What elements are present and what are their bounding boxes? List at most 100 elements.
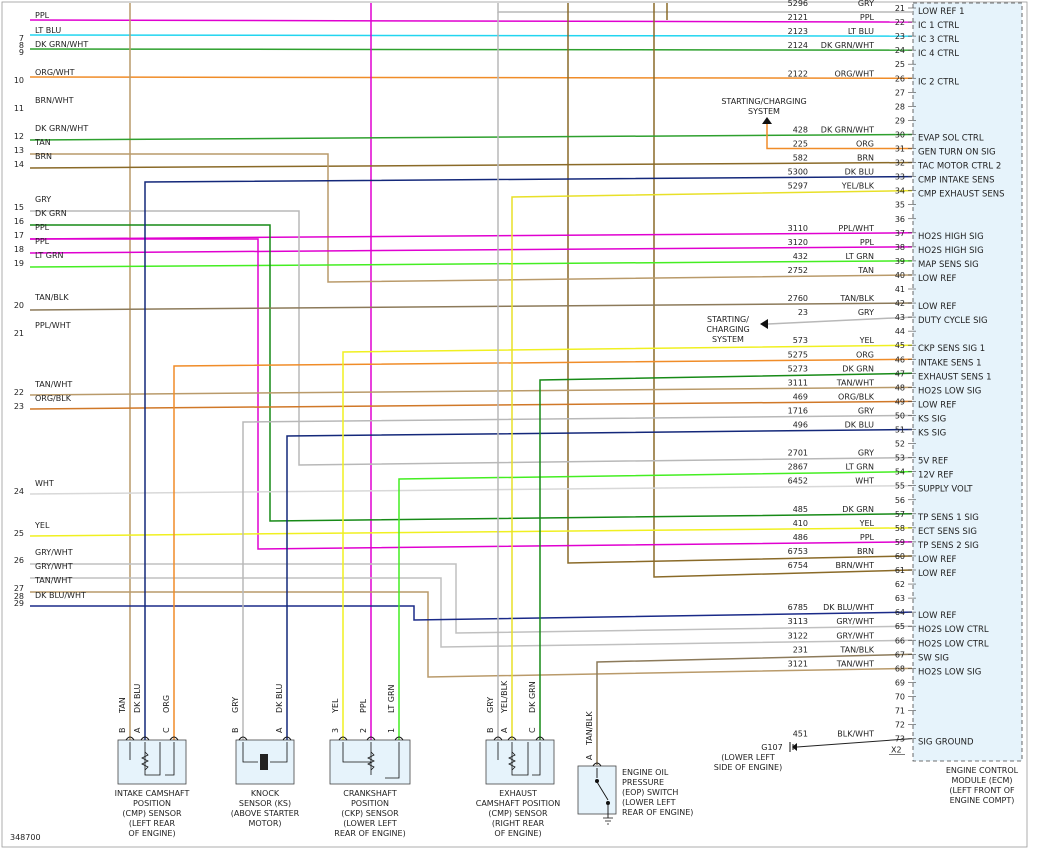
arrow-up-icon bbox=[762, 117, 772, 124]
knock-sensor-caption: KNOCK bbox=[251, 789, 280, 798]
ecm-pin-wire-color: LT GRN bbox=[845, 463, 874, 472]
ecm-pin-number: 40 bbox=[895, 271, 905, 280]
sensor-connector-terminal bbox=[592, 762, 602, 767]
ecm-pin-circuit: 496 bbox=[793, 421, 808, 430]
ecm-pin-function: IC 2 CTRL bbox=[918, 77, 959, 87]
ecm-pin-circuit: 486 bbox=[793, 533, 808, 542]
ecm-pin-wire-color: GRY/WHT bbox=[836, 617, 874, 626]
wire-ltgrn-pin-54 bbox=[398, 470, 913, 740]
ecm-pin-number: 39 bbox=[895, 257, 905, 266]
intake-cmp-sensor-body bbox=[117, 739, 187, 785]
ecm-pin-function: SW SIG bbox=[918, 653, 949, 663]
wire-ppl-pin-59 bbox=[30, 238, 913, 550]
exhaust-cmp-caption: (RIGHT REAR bbox=[492, 819, 545, 828]
eop-switch-caption: PRESSURE bbox=[622, 778, 664, 787]
ecm-pin-wire-color: GRY/WHT bbox=[836, 631, 874, 640]
left-wire-number: 8 bbox=[19, 41, 24, 50]
ground-location: SIDE OF ENGINE) bbox=[714, 763, 782, 772]
ecm-pin-circuit: 573 bbox=[793, 336, 808, 345]
ecm-pin-function: HO2S LOW CTRL bbox=[918, 639, 989, 649]
ecm-name-line: MODULE (ECM) bbox=[951, 776, 1012, 785]
wire-dkblu-pin-51 bbox=[286, 428, 913, 740]
left-wire-number: 27 bbox=[14, 584, 24, 593]
ecm-pin-number: 38 bbox=[895, 243, 905, 252]
piezo-icon bbox=[260, 754, 268, 770]
wire-gry-pin-50 bbox=[242, 414, 913, 740]
sensor-connector-terminal bbox=[535, 736, 545, 741]
ecm-pin-number: 41 bbox=[895, 285, 905, 294]
knock-sensor-caption: MOTOR) bbox=[248, 819, 281, 828]
ecm-pin-circuit: 2867 bbox=[788, 463, 808, 472]
left-wire-color: DK GRN/WHT bbox=[35, 40, 88, 49]
left-wire-color: GRY/WHT bbox=[35, 562, 73, 571]
ecm-pin-function: 5V REF bbox=[918, 457, 948, 467]
ecm-pin-wire-color: LT GRN bbox=[845, 252, 874, 261]
ecm-pin-function: KS SIG bbox=[918, 414, 946, 424]
wire-org-pin-31 bbox=[766, 122, 912, 150]
sensor-connector-terminal bbox=[507, 736, 517, 741]
ecm-pin-function: SIG GROUND bbox=[918, 738, 974, 748]
starting-charging-label: SYSTEM bbox=[748, 107, 780, 116]
sensor-connector-terminal bbox=[125, 736, 135, 741]
left-wire-color: YEL bbox=[34, 521, 50, 530]
left-wire-color: GRY/WHT bbox=[35, 548, 73, 557]
ecm-pin-number: 69 bbox=[895, 678, 905, 687]
left-wire-number: 11 bbox=[14, 104, 24, 113]
ecm-pin-function: LOW REF bbox=[918, 274, 957, 284]
ecm-pin-number: 73 bbox=[895, 735, 905, 744]
ecm-pin-function: HO2S LOW CTRL bbox=[918, 625, 989, 635]
ecm-pin-number: 49 bbox=[895, 397, 905, 406]
exhaust-cmp-caption: EXHAUST bbox=[499, 789, 537, 798]
left-wire-color: PPL bbox=[35, 11, 50, 20]
left-wire-number: 13 bbox=[14, 146, 24, 155]
ecm-pin-wire-color: DK GRN bbox=[842, 364, 874, 373]
intake-cmp-internal bbox=[129, 742, 175, 776]
sensor-pin-letter: 3 bbox=[331, 728, 340, 733]
switch-contact-icon bbox=[595, 779, 599, 783]
wire-left-0-to-pin-22 bbox=[29, 19, 913, 23]
starting-charging-label: STARTING/CHARGING bbox=[721, 97, 806, 106]
ecm-pin-number: 21 bbox=[895, 4, 905, 13]
wire-left-4-to-pin-26 bbox=[29, 76, 913, 79]
ecm-pin-wire-color: ORG bbox=[856, 350, 874, 359]
ecm-pin-number: 31 bbox=[895, 145, 905, 154]
sensor-connector-terminal bbox=[282, 736, 292, 741]
ecm-pin-number: 57 bbox=[895, 510, 905, 519]
sensor-pin-letter: C bbox=[528, 727, 537, 733]
sensor-pin-letter: B bbox=[118, 728, 127, 734]
ecm-pin-function: MAP SENS SIG bbox=[918, 260, 979, 270]
ecm-pin-number: 54 bbox=[895, 468, 905, 477]
ecm-pin-function: CKP SENS SIG 1 bbox=[918, 344, 985, 354]
exhaust-cmp-internal bbox=[497, 742, 541, 776]
wire-gry-pin-43 bbox=[767, 316, 913, 325]
left-wire-color: PPL bbox=[35, 223, 50, 232]
ecm-pin-number: 30 bbox=[895, 130, 905, 139]
sensor-pin-letter: B bbox=[231, 728, 240, 734]
ecm-pin-function: CMP INTAKE SENS bbox=[918, 176, 994, 186]
ecm-pin-circuit: 6785 bbox=[788, 603, 808, 612]
wire-ppl-pin-38 bbox=[29, 246, 913, 254]
ckp-sensor-caption: (LOWER LEFT bbox=[343, 819, 397, 828]
ecm-pin-function: HO2S LOW SIG bbox=[918, 386, 981, 396]
ecm-pin-circuit: 6753 bbox=[788, 547, 808, 556]
ecm-pin-function: HO2S HIGH SIG bbox=[918, 246, 984, 256]
ecm-pin-wire-color: LT BLU bbox=[848, 27, 874, 36]
ecm-pin-number: 25 bbox=[895, 60, 905, 69]
wire-brn-pin-32 bbox=[29, 161, 913, 169]
ecm-pin-circuit: 3121 bbox=[788, 659, 808, 668]
sensor-pin-letter: A bbox=[275, 727, 284, 733]
left-wire-color: BRN/WHT bbox=[35, 96, 74, 105]
ecm-pin-circuit: 3111 bbox=[788, 378, 808, 387]
ecm-pin-wire-color: PPL bbox=[860, 238, 875, 247]
ecm-pin-number: 72 bbox=[895, 721, 905, 730]
ecm-pin-circuit: 5273 bbox=[788, 364, 808, 373]
sensor-wire-color: PPL bbox=[359, 698, 368, 713]
ecm-pin-function: LOW REF bbox=[918, 400, 957, 410]
ecm-pin-wire-color: TAN/WHT bbox=[836, 659, 874, 668]
ecm-pin-circuit: 5300 bbox=[788, 168, 808, 177]
wire-tanwht-pin-48 bbox=[29, 386, 913, 396]
ecm-pin-function: HO2S LOW SIG bbox=[918, 667, 981, 677]
left-wire-color: ORG/BLK bbox=[35, 394, 72, 403]
